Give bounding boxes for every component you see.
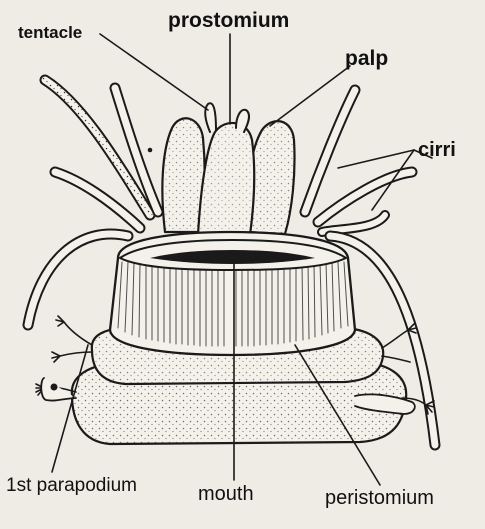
label-palp: palp: [345, 48, 388, 69]
label-mouth: mouth: [198, 484, 254, 504]
left-tentacle: [205, 103, 216, 132]
label-prostomium: prostomium: [168, 10, 289, 31]
label-1st-parapodium: 1st parapodium: [6, 476, 137, 495]
label-peristomium: peristomium: [325, 488, 434, 508]
label-cirri: cirri: [418, 140, 456, 160]
label-tentacle: tentacle: [18, 24, 82, 41]
